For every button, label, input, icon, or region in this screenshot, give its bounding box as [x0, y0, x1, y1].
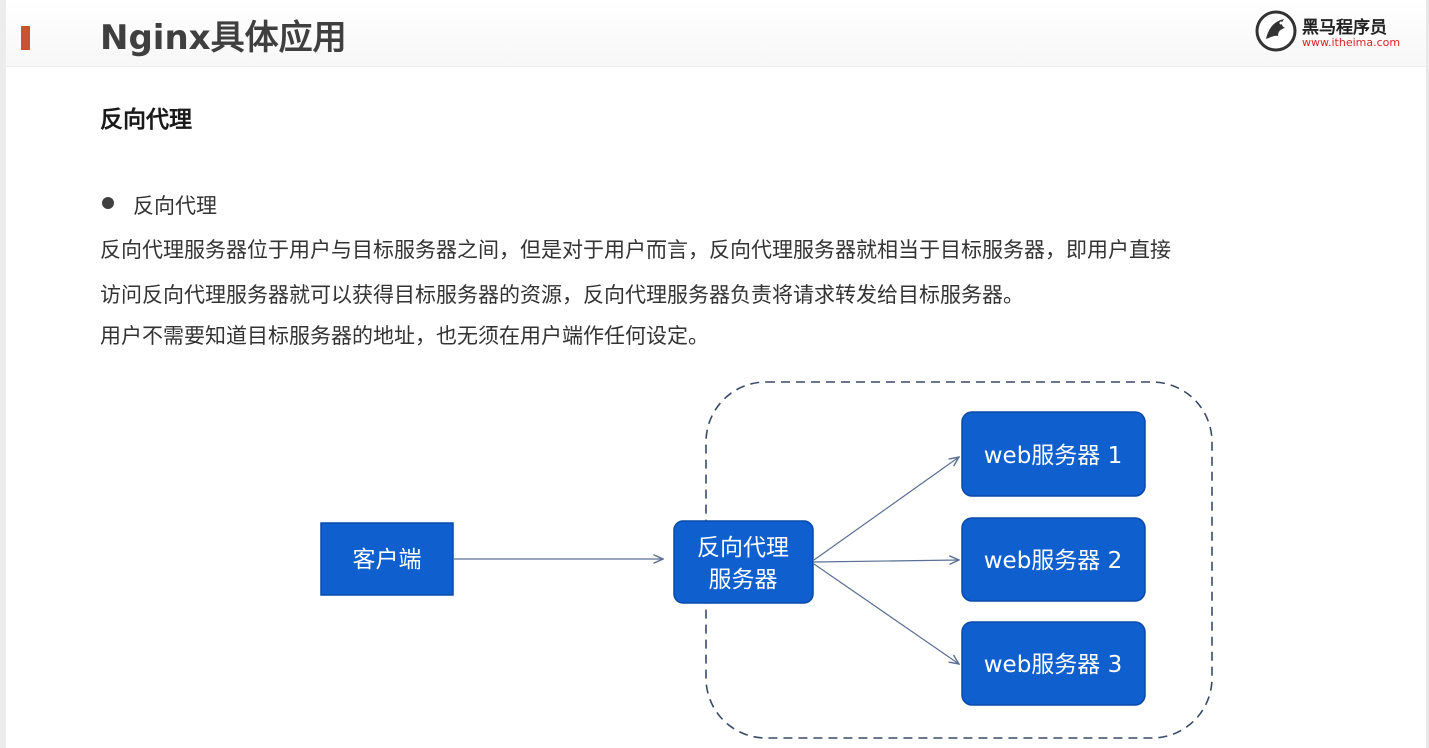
proxy-label-line-1: 反向代理	[697, 535, 789, 561]
proxy-server-box: 反向代理 服务器	[673, 520, 814, 604]
brand-logo: 黑马程序员 www.itheima.com	[1254, 9, 1404, 53]
slide-right-edge	[1426, 0, 1429, 748]
web-server-label-1: web服务器 1	[984, 443, 1123, 469]
bullet-dot-icon	[102, 197, 114, 209]
description-line-1: 反向代理服务器位于用户与目标服务器之间，但是对于用户而言，反向代理服务器就相当于…	[100, 238, 1171, 262]
header-bar	[6, 0, 1426, 67]
web-server-box-1: web服务器 1	[961, 411, 1146, 497]
logo-name: 黑马程序员	[1302, 18, 1387, 38]
web-server-box-2: web服务器 2	[961, 517, 1146, 602]
page-title: Nginx具体应用	[100, 18, 347, 58]
horse-logo-icon	[1255, 10, 1297, 52]
arrow-proxy-to-server-3	[813, 563, 959, 664]
title-accent-bar	[21, 26, 30, 50]
web-server-label-3: web服务器 3	[984, 652, 1123, 678]
section-heading: 反向代理	[100, 107, 192, 133]
description-line-2: 访问反向代理服务器就可以获得目标服务器的资源，反向代理服务器负责将请求转发给目标…	[100, 283, 1024, 307]
bullet-label: 反向代理	[133, 194, 217, 218]
description-line-3: 用户不需要知道目标服务器的地址，也无须在用户端作任何设定。	[100, 324, 709, 348]
arrow-proxy-to-server-1	[813, 457, 959, 561]
client-box: 客户端	[320, 522, 454, 596]
client-label: 客户端	[353, 547, 422, 573]
arrow-proxy-to-server-2	[813, 560, 959, 562]
slide-left-edge	[0, 0, 6, 748]
web-server-box-3: web服务器 3	[961, 621, 1146, 706]
web-server-label-2: web服务器 2	[984, 548, 1123, 574]
proxy-label-line-2: 服务器	[709, 567, 778, 593]
logo-url: www.itheima.com	[1302, 36, 1401, 49]
